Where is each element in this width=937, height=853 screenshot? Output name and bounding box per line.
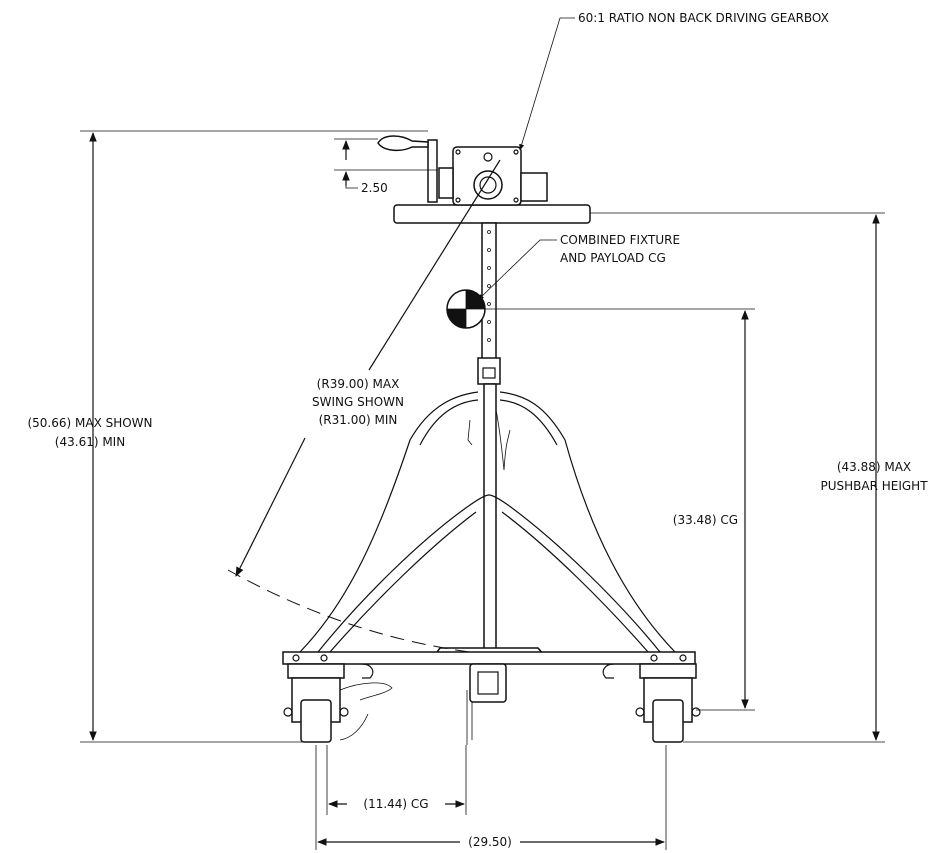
swing-label-1: (R39.00) MAX [317,377,400,391]
pushbar-label-2: PUSHBAR HEIGHT [820,479,928,493]
overall-height-label-1: (50.66) MAX SHOWN [27,416,152,430]
fixture-body [227,135,701,745]
right-caster [635,663,701,743]
annotation-labels: 60:1 RATIO NON BACK DRIVING GEARBOX COMB… [27,11,928,849]
cg-height-label: (33.48) CG [673,513,738,527]
left-caster [283,663,349,743]
cg-horizontal-label: (11.44) CG [363,797,428,811]
pushbar-label-1: (43.88) MAX [837,460,911,474]
cg-note-line-1: COMBINED FIXTURE [560,233,680,247]
crank-handle [377,135,438,203]
overall-height-label-2: (43.61) MIN [55,435,125,449]
gearbox-label: 60:1 RATIO NON BACK DRIVING GEARBOX [578,11,829,25]
cg-note-line-2: AND PAYLOAD CG [560,251,666,265]
dimension-lines [80,17,885,850]
swing-label-2: SWING SHOWN [312,395,404,409]
handle-offset-label: 2.50 [361,181,388,195]
cg-symbol [446,289,486,329]
wheel-span-label: (29.50) [468,835,512,849]
swing-label-3: (R31.00) MIN [319,413,398,427]
